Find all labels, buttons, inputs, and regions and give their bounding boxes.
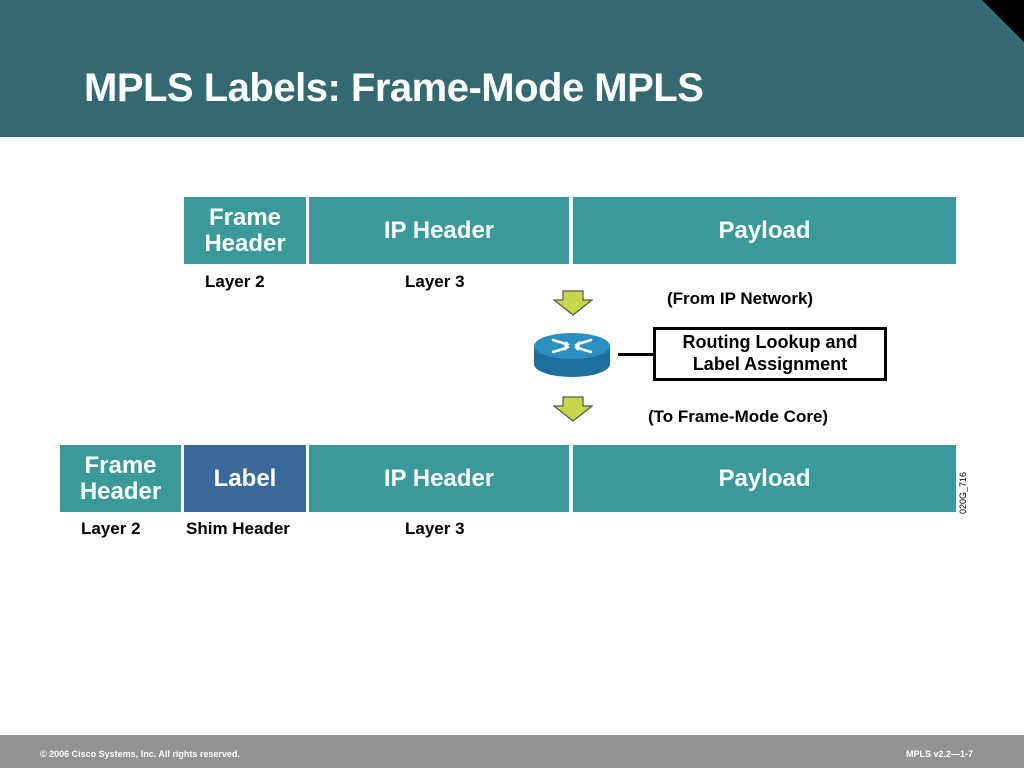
top-frame-header-block: Frame Header [184, 197, 306, 264]
bottom-frame-header-block: Frame Header [60, 445, 181, 512]
router-connector-line [618, 353, 654, 356]
bottom-payload-block: Payload [573, 445, 956, 512]
router-icon [534, 333, 610, 377]
top-ip-header-text: IP Header [383, 216, 495, 244]
bottom-frame-header-text: Frame Header [79, 452, 162, 505]
bottom-caption-layer2: Layer 2 [81, 519, 141, 538]
bottom-label-block: Label [184, 445, 306, 512]
title-bar [0, 0, 1024, 137]
corner-triangle [982, 0, 1024, 42]
slide-title: MPLS Labels: Frame-Mode MPLS [84, 66, 704, 110]
footer-bar [0, 735, 1024, 768]
top-payload-text: Payload [718, 216, 811, 244]
to-frame-mode-core-label: (To Frame-Mode Core) [648, 407, 829, 426]
bottom-caption-layer3: Layer 3 [405, 519, 465, 538]
bottom-ip-header-block: IP Header [309, 445, 569, 512]
top-ip-header-block: IP Header [309, 197, 569, 264]
top-payload-block: Payload [573, 197, 956, 264]
down-arrow-icon [553, 396, 593, 422]
from-ip-network-label: (From IP Network) [667, 289, 814, 308]
bottom-label-text: Label [213, 464, 277, 492]
bottom-ip-header-text: IP Header [383, 464, 495, 492]
top-caption-layer3: Layer 3 [405, 272, 465, 291]
footer-copyright: © 2006 Cisco Systems, Inc. All rights re… [40, 749, 240, 759]
routing-lookup-box: Routing Lookup and Label Assignment [653, 327, 887, 381]
bottom-caption-shim-header: Shim Header [186, 519, 290, 538]
footer-course-page: MPLS v2.2—1-7 [905, 749, 973, 759]
top-frame-header-text: Frame Header [204, 204, 286, 257]
bottom-payload-text: Payload [718, 464, 811, 492]
figure-id: 020G_716 [958, 471, 968, 514]
down-arrow-icon [553, 290, 593, 316]
top-caption-layer2: Layer 2 [205, 272, 265, 291]
